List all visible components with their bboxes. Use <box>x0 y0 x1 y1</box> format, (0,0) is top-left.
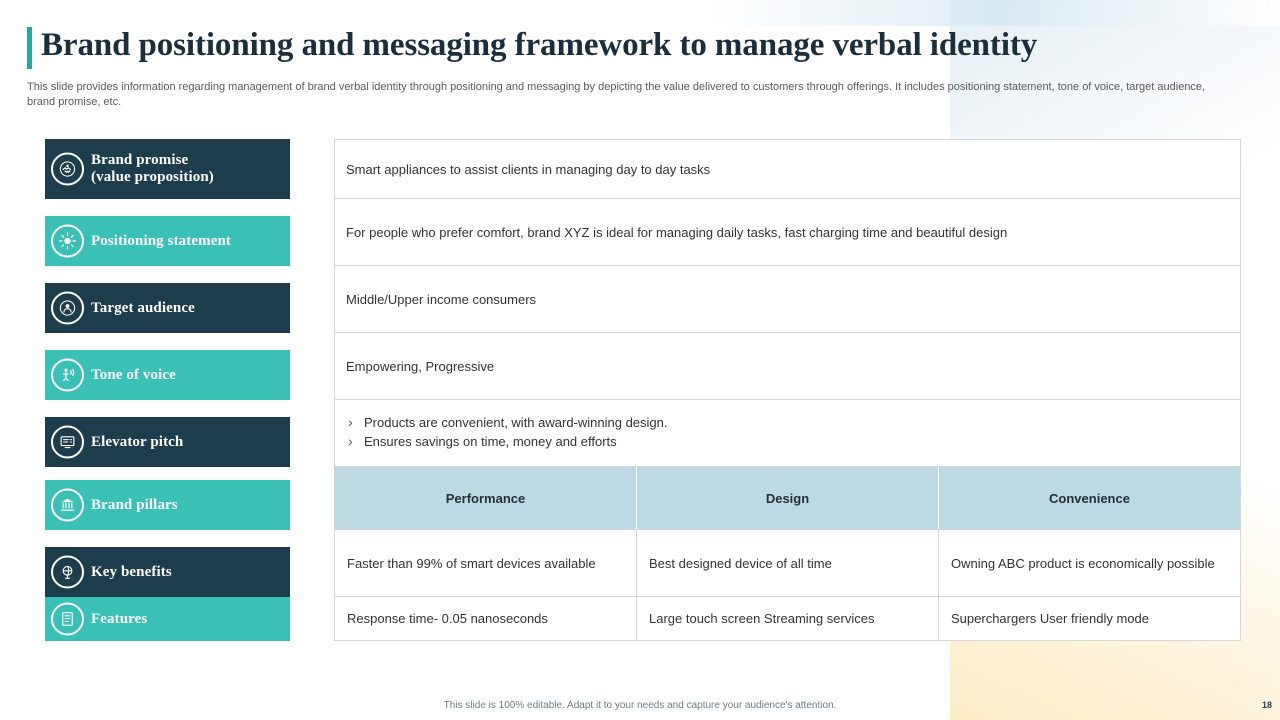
spacer <box>290 530 334 597</box>
cell-key-benefit-design: Best designed device of all time <box>636 530 938 596</box>
elevator-pitch-bullets: Products are convenient, with award-winn… <box>346 413 668 452</box>
column-header-convenience: Convenience <box>938 467 1240 529</box>
lightbulb-icon <box>51 224 84 258</box>
brand-promise-line1: Brand promise <box>91 152 189 168</box>
document-list-icon <box>51 602 84 636</box>
presentation-icon <box>51 425 84 459</box>
table-row-features: Features Response time- 0.05 nanoseconds… <box>45 597 1241 641</box>
table-row-positioning-statement: Positioning statement For people who pre… <box>45 199 1241 266</box>
spacer <box>290 467 334 530</box>
column-header-design: Design <box>636 467 938 529</box>
footer-note: This slide is 100% editable. Adapt it to… <box>443 700 837 711</box>
list-item: Ensures savings on time, money and effor… <box>346 432 668 451</box>
handshake-icon <box>51 152 84 186</box>
cell-feature-design: Large touch screen Streaming services <box>636 597 938 640</box>
brand-framework-table: Brand promise (value proposition) Smart … <box>45 139 1241 641</box>
spacer <box>290 139 334 199</box>
spacer <box>290 597 334 641</box>
row-label-text: Features <box>91 610 148 627</box>
row-label-elevator-pitch[interactable]: Elevator pitch <box>45 417 290 467</box>
table-row-tone-of-voice: Tone of voice Empowering, Progressive <box>45 333 1241 400</box>
column-header-performance: Performance <box>445 490 526 506</box>
pillars-header-row: Performance Design Convenience <box>334 467 1241 530</box>
spacer <box>290 333 334 400</box>
row-label-brand-pillars[interactable]: Brand pillars <box>45 480 290 530</box>
cell-feature-performance: Response time- 0.05 nanoseconds <box>347 611 548 626</box>
globe-leaf-icon <box>51 555 84 589</box>
cell-key-benefit-performance: Faster than 99% of smart devices availab… <box>347 555 596 571</box>
megaphone-person-icon <box>51 358 84 392</box>
row-label-tone-of-voice[interactable]: Tone of voice <box>45 350 290 400</box>
slide-title-bar: Brand positioning and messaging framewor… <box>27 24 1037 69</box>
row-label-positioning-statement[interactable]: Positioning statement <box>45 216 290 266</box>
cell-brand-promise-value: Smart appliances to assist clients in ma… <box>334 139 1241 199</box>
page-title: Brand positioning and messaging framewor… <box>41 27 1038 63</box>
cell-key-benefit-convenience: Owning ABC product is economically possi… <box>938 530 1240 596</box>
cell-positioning-statement-value: For people who prefer comfort, brand XYZ… <box>334 199 1241 266</box>
cell-target-audience-value: Middle/Upper income consumers <box>334 266 1241 333</box>
table-row-brand-pillars: Brand pillars Performance Design Conveni… <box>45 467 1241 530</box>
slide-subtitle: This slide provides information regardin… <box>27 81 1206 108</box>
table-row-target-audience: Target audience Middle/Upper income cons… <box>45 266 1241 333</box>
row-label-target-audience[interactable]: Target audience <box>45 283 290 333</box>
table-row-key-benefits: Key benefits Faster than 99% of smart de… <box>45 530 1241 597</box>
spacer <box>290 266 334 333</box>
cell-feature-convenience: Superchargers User friendly mode <box>938 597 1240 640</box>
list-item: Products are convenient, with award-winn… <box>346 413 668 432</box>
title-accent-rule <box>27 27 32 69</box>
row-label-text: Brand promise (value proposition) <box>91 152 214 186</box>
background-decoration-top <box>0 0 1280 26</box>
pillar-building-icon <box>51 488 84 522</box>
row-label-text: Elevator pitch <box>91 433 184 450</box>
row-label-text: Target audience <box>91 299 195 316</box>
table-row-brand-promise: Brand promise (value proposition) Smart … <box>45 139 1241 199</box>
row-label-text: Positioning statement <box>91 232 232 249</box>
spacer <box>290 400 334 467</box>
target-user-icon <box>51 291 84 325</box>
row-label-text: Brand pillars <box>91 496 178 513</box>
cell-tone-of-voice-value: Empowering, Progressive <box>334 333 1241 400</box>
spacer <box>290 199 334 266</box>
brand-promise-line2: (value proposition) <box>91 169 214 185</box>
row-label-brand-promise[interactable]: Brand promise (value proposition) <box>45 139 290 199</box>
row-label-text: Key benefits <box>91 563 172 580</box>
cell-elevator-pitch-value: Products are convenient, with award-winn… <box>334 400 1241 467</box>
row-label-features[interactable]: Features <box>45 597 290 641</box>
row-label-key-benefits[interactable]: Key benefits <box>45 547 290 597</box>
page-number: 18 <box>1261 700 1272 710</box>
row-label-text: Tone of voice <box>91 366 176 383</box>
table-row-elevator-pitch: Elevator pitch Products are convenient, … <box>45 400 1241 467</box>
features-cells: Response time- 0.05 nanoseconds Large to… <box>334 597 1241 641</box>
key-benefits-cells: Faster than 99% of smart devices availab… <box>334 530 1241 597</box>
